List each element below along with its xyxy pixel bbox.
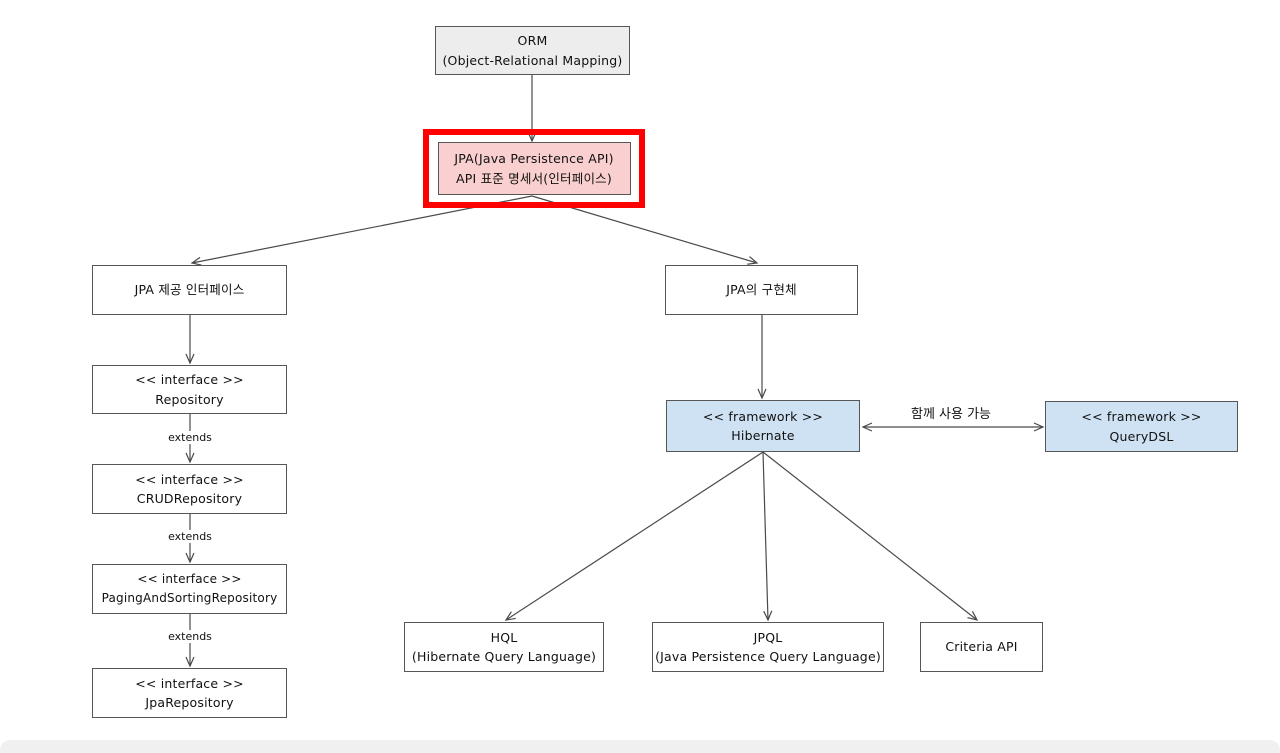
edge-hibernate-to-hql <box>504 451 764 621</box>
page-bottom-edge <box>0 740 1280 753</box>
node-paging-label: PagingAndSortingRepository <box>101 591 278 605</box>
node-jpa-subtitle: API 표준 명세서(인터페이스) <box>456 170 612 186</box>
node-hql-subtitle: (Hibernate Query Language) <box>411 649 597 664</box>
node-querydsl-label: QueryDSL <box>1109 428 1174 444</box>
node-jpql-subtitle: (Java Persistence Query Language) <box>655 649 881 664</box>
node-paging-stereotype: << interface >> <box>137 572 242 587</box>
node-orm-title: ORM <box>517 33 548 49</box>
node-repository-stereotype: << interface >> <box>135 372 244 388</box>
node-criteria-label: Criteria API <box>945 639 1018 655</box>
node-jpa-interfaces: JPA 제공 인터페이스 <box>92 265 287 315</box>
node-jpql: JPQL (Java Persistence Query Language) <box>652 622 884 672</box>
node-crud-repository: << interface >> CRUDRepository <box>92 464 287 514</box>
node-hibernate-stereotype: << framework >> <box>702 408 824 424</box>
node-crud-label: CRUDRepository <box>136 491 243 506</box>
node-jpa-interfaces-label: JPA 제공 인터페이스 <box>134 282 245 298</box>
node-querydsl: << framework >> QueryDSL <box>1045 401 1238 452</box>
node-jpa-impl-label: JPA의 구현체 <box>726 282 797 298</box>
node-jpa-impl: JPA의 구현체 <box>665 265 858 315</box>
node-querydsl-stereotype: << framework >> <box>1081 409 1202 425</box>
node-repository: << interface >> Repository <box>92 365 287 414</box>
node-jpa-repository: << interface >> JpaRepository <box>92 668 287 718</box>
node-hql: HQL (Hibernate Query Language) <box>404 622 604 672</box>
node-jparepo-label: JpaRepository <box>145 695 234 710</box>
edge-hibernate-to-jpql <box>762 451 773 622</box>
edge-hibernate-to-criteria <box>762 451 979 621</box>
node-jpa-title: JPA(Java Persistence API) <box>454 151 614 167</box>
node-crud-stereotype: << interface >> <box>135 471 244 487</box>
jpa-highlight-frame: JPA(Java Persistence API) API 표준 명세서(인터페… <box>423 129 645 208</box>
node-hibernate: << framework >> Hibernate <box>666 400 860 452</box>
edge-label-extends-2: extends <box>162 530 218 543</box>
node-orm: ORM (Object-Relational Mapping) <box>435 26 630 75</box>
node-repository-label: Repository <box>155 391 224 407</box>
node-paging-repository: << interface >> PagingAndSortingReposito… <box>92 564 287 614</box>
node-jpa: JPA(Java Persistence API) API 표준 명세서(인터페… <box>437 142 631 195</box>
edge-label-extends-1: extends <box>162 431 218 444</box>
node-orm-subtitle: (Object-Relational Mapping) <box>442 52 623 68</box>
node-hql-title: HQL <box>490 629 518 645</box>
node-criteria-api: Criteria API <box>920 622 1043 672</box>
edge-label-together-usable: 함께 사용 가능 <box>880 403 1022 422</box>
node-jparepo-stereotype: << interface >> <box>135 675 244 691</box>
node-hibernate-label: Hibernate <box>731 428 795 443</box>
node-jpql-title: JPQL <box>753 629 783 645</box>
edge-label-extends-3: extends <box>162 630 218 643</box>
